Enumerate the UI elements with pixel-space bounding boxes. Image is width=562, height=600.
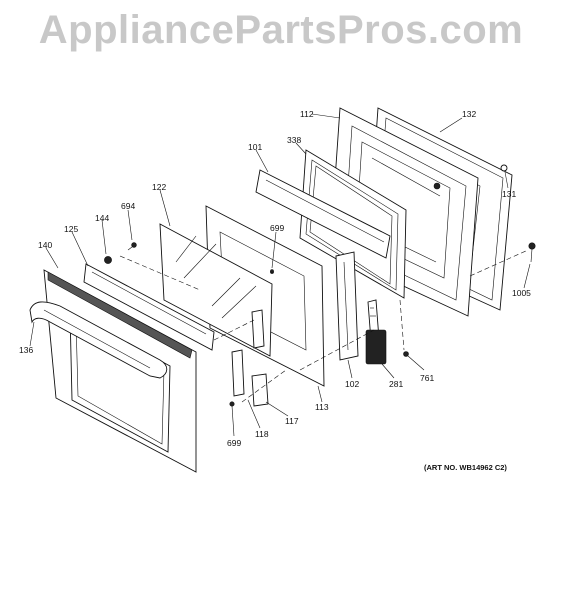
- label-281: 281: [389, 379, 403, 389]
- part-699-screw-lower: [229, 401, 235, 407]
- label-699-upper: 699: [270, 223, 284, 233]
- label-132: 132: [462, 109, 476, 119]
- label-761: 761: [420, 373, 434, 383]
- explode-lines: [119, 249, 529, 403]
- part-101-insulation: [255, 169, 391, 259]
- label-699-lower: 699: [227, 438, 241, 448]
- label-125: 125: [64, 224, 78, 234]
- label-102: 102: [345, 379, 359, 389]
- label-1005: 1005: [512, 288, 531, 298]
- part-131-screw: [500, 164, 508, 172]
- part-761-screw: [403, 351, 409, 357]
- label-113: 113: [315, 402, 329, 412]
- part-122-glass-panel: [159, 223, 273, 357]
- label-131: 131: [502, 189, 516, 199]
- label-101: 101: [248, 142, 262, 152]
- watermark-text: AppliancePartsPros.com: [38, 8, 524, 52]
- label-122: 122: [152, 182, 166, 192]
- label-140: 140: [38, 240, 52, 250]
- label-694: 694: [121, 201, 135, 211]
- label-144: 144: [95, 213, 109, 223]
- label-338: 338: [287, 135, 301, 145]
- label-112: 112: [300, 109, 314, 119]
- label-136: 136: [19, 345, 33, 355]
- label-117: 117: [285, 416, 299, 426]
- leader-lines: [29, 113, 531, 437]
- art-number: (ART NO. WB14962 C2): [424, 463, 507, 472]
- part-281-hinge: [365, 299, 387, 365]
- part-694-screw: [127, 242, 137, 251]
- part-699-screw-upper: [270, 269, 274, 273]
- part-117-bracket: [251, 309, 269, 407]
- part-144-spacer: [104, 256, 112, 264]
- part-136-handle: [29, 301, 168, 379]
- part-125-vent-trim: [83, 263, 215, 351]
- part-102-insulation-block: [335, 251, 359, 361]
- part-1005-screw: [528, 242, 536, 263]
- part-118-bracket: [231, 349, 245, 397]
- label-118: 118: [255, 429, 269, 439]
